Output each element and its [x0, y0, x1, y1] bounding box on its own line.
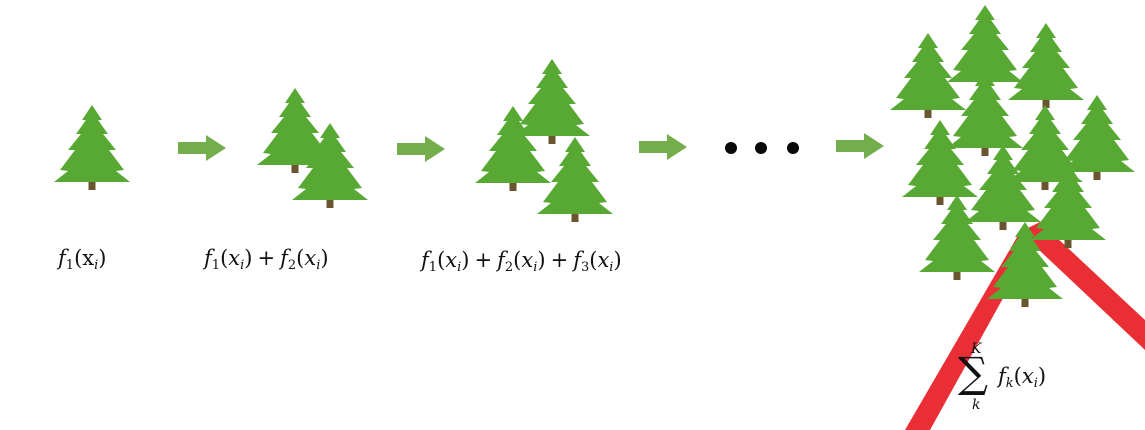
sum-lower-index: k [972, 397, 981, 413]
sigma-symbol: ∑ [958, 348, 988, 397]
tree-icon [537, 137, 613, 222]
arrow-right-icon [836, 133, 884, 159]
ellipsis-dots [725, 142, 799, 154]
stage-4-forest [890, 5, 1135, 307]
sum-term: fk(xi) [998, 364, 1047, 391]
tree-icon [54, 105, 130, 190]
stage-1-trees [54, 105, 130, 190]
stage-3-trees [475, 59, 613, 222]
tree-icon [890, 33, 966, 118]
sum-upper-limit: K [971, 341, 982, 357]
stage-2-trees [257, 88, 368, 208]
arrow-right-icon [639, 134, 687, 160]
label-f1: f1(xi) [58, 246, 107, 273]
label-f1-plus-f2-plus-f3: f1(xi)+f2(xi)+f3(xi) [421, 248, 622, 275]
tree-icon [1008, 23, 1084, 108]
label-f1-plus-f2: f1(xi)+f2(xi) [204, 246, 329, 273]
label-sum-fk: K ∑ k fk(xi) [958, 342, 1088, 422]
arrow-right-icon [397, 136, 445, 162]
tree-icon [947, 71, 1023, 156]
arrow-right-icon [178, 135, 226, 161]
